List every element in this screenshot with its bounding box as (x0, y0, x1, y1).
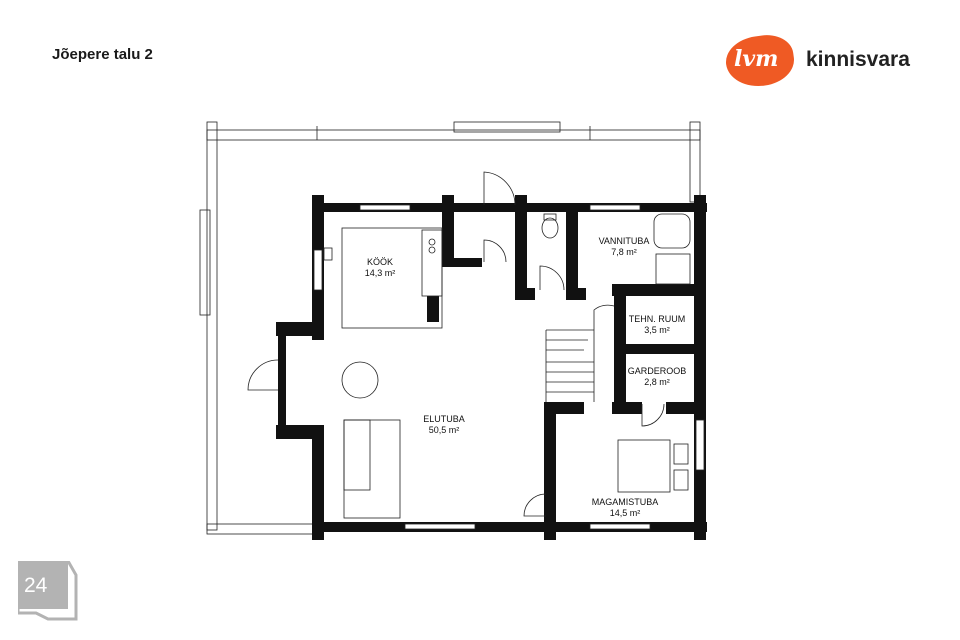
room-name-vannituba: VANNITUBA (599, 236, 650, 246)
page-title: Jõepere talu 2 (52, 46, 153, 63)
logo-text: kinnisvara (806, 48, 910, 71)
room-area-tehn-ruum: 3,5 m² (644, 325, 670, 335)
room-area-elutuba: 50,5 m² (429, 425, 460, 435)
room-name-kook: KÖÖK (367, 257, 393, 267)
logo-mark: lvm (734, 46, 779, 72)
fixtures (323, 213, 691, 519)
walls (276, 195, 707, 540)
windows (313, 204, 705, 530)
room-name-elutuba: ELUTUBA (423, 414, 465, 424)
room-name-tehn-ruum: TEHN. RUUM (629, 314, 686, 324)
page-number: 24 (24, 574, 48, 597)
room-area-kook: 14,3 m² (365, 268, 396, 278)
lvm-logo: lvm kinnisvara (722, 31, 926, 91)
room-area-vannituba: 7,8 m² (611, 247, 637, 257)
doors (247, 171, 665, 517)
room-name-magamistuba: MAGAMISTUBA (592, 497, 659, 507)
page-badge (18, 561, 78, 621)
room-name-garderoob: GARDEROOB (628, 366, 687, 376)
room-area-garderoob: 2,8 m² (644, 377, 670, 387)
room-area-magamistuba: 14,5 m² (610, 508, 641, 518)
